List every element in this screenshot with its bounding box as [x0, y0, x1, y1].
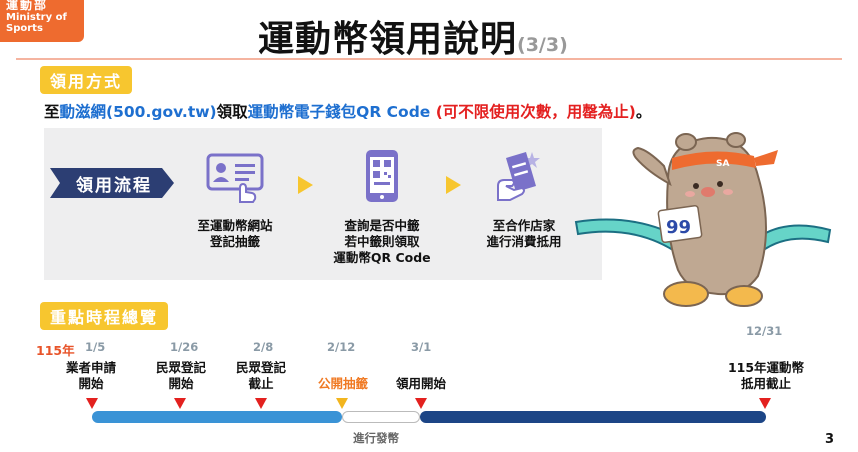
- method-text-3: 領取: [216, 103, 248, 121]
- flow-step-2-line-3: 運動幣QR Code: [333, 250, 431, 265]
- title-divider: [16, 58, 842, 60]
- milestone-date: 1/5: [85, 340, 106, 354]
- milestone-label-highlight: 公開抽籤: [317, 376, 368, 391]
- timeline-bar-redemption: [420, 411, 766, 423]
- ministry-logo: 運動部 Ministry of Sports: [0, 0, 84, 42]
- milestone-label-line-1: 民眾登記: [155, 360, 206, 375]
- method-description: 至動滋網(500.gov.tw)領取運動幣電子錢包QR Code (可不限使用次…: [44, 100, 651, 122]
- logo-english-text: Ministry of Sports: [6, 12, 67, 34]
- milestone-date: 12/31: [746, 324, 783, 338]
- milestone-label: 民眾登記 截止: [226, 360, 296, 392]
- mascot-headband-text: SA: [716, 159, 729, 169]
- milestone-date: 3/1: [411, 340, 432, 354]
- flow-step-3-line-1: 至合作店家: [492, 218, 556, 233]
- timeline-bar-issuing: [342, 411, 420, 423]
- flow-step-1-text: 至運動幣網站 登記抽籤: [188, 218, 282, 250]
- method-text-end: 。: [635, 103, 652, 121]
- method-text-1: 至: [44, 103, 60, 121]
- milestone-label-line-2: 截止: [248, 376, 274, 391]
- flow-step-3-line-2: 進行消費抵用: [486, 234, 562, 249]
- milestone-label: 民眾登記 開始: [146, 360, 216, 392]
- mascot-illustration: SA 99: [568, 120, 838, 324]
- flow-step-3-text: 至合作店家 進行消費抵用: [474, 218, 574, 250]
- milestone-date: 2/8: [253, 340, 274, 354]
- flow-step-2-text: 查詢是否中籤 若中籤則領取 運動幣QR Code: [322, 218, 442, 266]
- flow-panel: [44, 128, 602, 280]
- flow-arrow-2-icon: [446, 176, 461, 194]
- timeline-issuing-label: 進行發幣: [353, 431, 399, 445]
- milestone-marker-highlight-icon: [336, 398, 348, 409]
- flow-label-arrow-shape: [50, 168, 174, 198]
- milestone-marker-icon: [415, 398, 427, 409]
- mascot-bib-number: 99: [666, 217, 691, 238]
- timeline-year: 115年: [36, 343, 75, 358]
- phone-qr-icon: [360, 148, 406, 208]
- flow-step-2-line-1: 查詢是否中籤: [344, 218, 420, 233]
- timeline-section-tag: 重點時程總覽: [40, 302, 169, 330]
- milestone-label-line-2: 開始: [168, 376, 194, 391]
- milestone-label: 115年運動幣 抵用截止: [720, 360, 812, 392]
- flow-step-1-line-1: 至運動幣網站: [197, 218, 273, 233]
- method-wallet-text: 運動幣電子錢包QR Code: [247, 103, 431, 121]
- milestone-label: 業者申請 開始: [56, 360, 126, 392]
- title-main: 運動幣領用說明: [258, 19, 518, 60]
- milestone-label-line-2: 開始: [78, 376, 104, 391]
- title-page-indicator: (3/3): [517, 34, 568, 56]
- method-section-tag: 領用方式: [40, 66, 133, 94]
- milestone-date: 1/26: [170, 340, 199, 354]
- milestone-marker-icon: [759, 398, 771, 409]
- milestone-label-line-1: 115年運動幣: [727, 360, 805, 375]
- page-number: 3: [825, 432, 835, 447]
- ticket-hand-icon: [492, 146, 554, 206]
- flow-step-1-line-2: 登記抽籤: [209, 234, 260, 249]
- id-card-hand-icon: [204, 152, 266, 208]
- milestone-label-line-2: 抵用截止: [740, 376, 791, 391]
- method-note: (可不限使用次數，用罄為止): [430, 103, 636, 121]
- milestone-label-line-1: 業者申請: [65, 360, 116, 375]
- flow-label-text: 領用流程: [76, 176, 152, 196]
- milestone-marker-icon: [255, 398, 267, 409]
- milestone-label: 領用開始: [395, 376, 446, 391]
- flow-step-2-line-2: 若中籤則領取: [344, 234, 420, 249]
- method-site-link[interactable]: 動滋網(500.gov.tw): [59, 103, 217, 121]
- logo-chinese-text: 運動部: [6, 0, 49, 12]
- timeline-bar-registration: [92, 411, 342, 423]
- page-title: 運動幣領用說明(3/3): [258, 10, 568, 62]
- milestone-label-line-1: 民眾登記: [235, 360, 286, 375]
- milestone-marker-icon: [174, 398, 186, 409]
- milestone-date: 2/12: [327, 340, 356, 354]
- flow-label: 領用流程: [50, 168, 174, 198]
- flow-arrow-1-icon: [298, 176, 313, 194]
- milestone-marker-icon: [86, 398, 98, 409]
